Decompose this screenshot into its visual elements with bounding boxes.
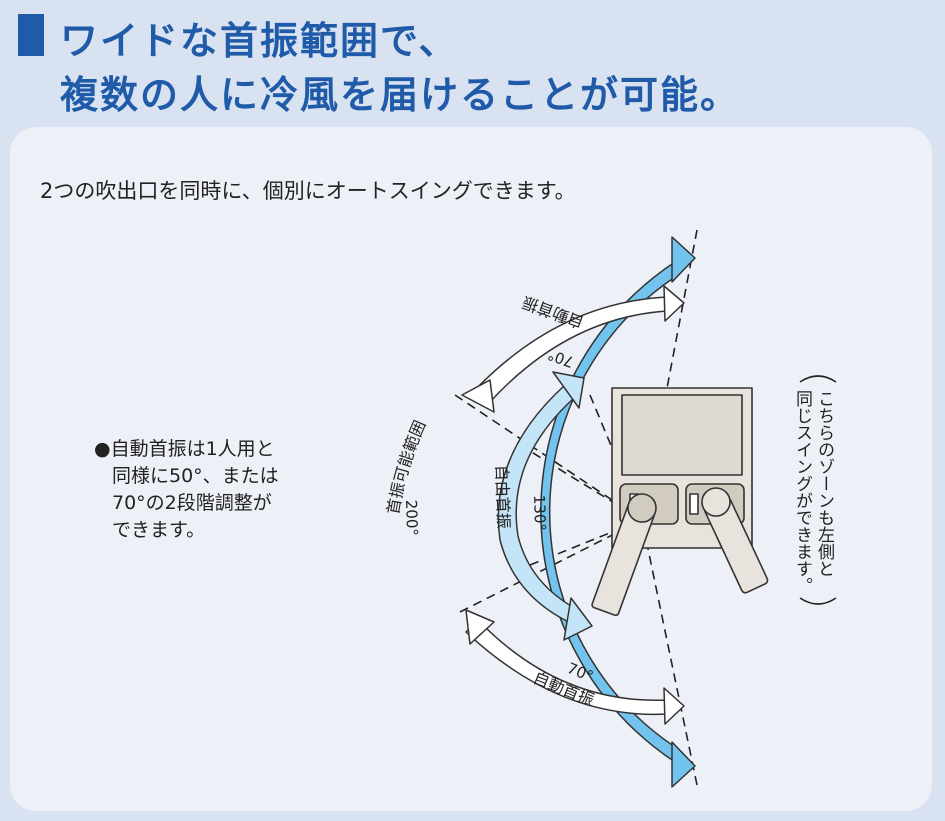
auto-upper-label: 自動首振 — [520, 292, 587, 332]
free-label: 自由首振 — [492, 464, 513, 529]
auto-swing-upper-arrow — [461, 285, 685, 413]
auto-swing-lower-arrow — [465, 609, 685, 725]
side-note-line2: 同じスイングができます。 — [792, 390, 812, 594]
bracket-top — [799, 375, 837, 383]
guide-line-bottom — [641, 519, 698, 786]
range-deg: 200° — [402, 500, 421, 537]
nozzle-left — [591, 493, 657, 617]
ac-top-panel — [621, 394, 743, 476]
free-deg: 130° — [530, 495, 549, 532]
page-title-line2: 複数の人に冷風を届けることが可能。 — [60, 73, 741, 117]
side-note-line1: こちらのゾーンも左側と — [814, 390, 835, 577]
auto-swing-note: ●自動首振は1人用と 同様に50°、または 70°の2段階調整が できます。 — [94, 436, 314, 544]
nozzle-right — [701, 487, 769, 594]
content-panel — [10, 127, 932, 811]
guide-line-mid-up — [519, 444, 643, 521]
page-title-line1: ワイドな首振範囲で、 — [60, 19, 459, 63]
side-note: こちらのゾーンも左側と 同じスイングができます。 — [792, 375, 837, 605]
free-swing-arrow — [497, 371, 593, 641]
note-line-3: 70°の2段階調整が — [112, 492, 272, 514]
subtitle: 2つの吹出口を同時に、個別にオートスイングできます。 — [40, 179, 576, 203]
note-line-2: 同様に50°、または — [112, 465, 279, 487]
bracket-bottom — [799, 597, 837, 605]
note-line-1: ●自動首振は1人用と — [94, 438, 275, 460]
note-line-4: できます。 — [112, 519, 206, 541]
title-marker — [18, 14, 44, 56]
